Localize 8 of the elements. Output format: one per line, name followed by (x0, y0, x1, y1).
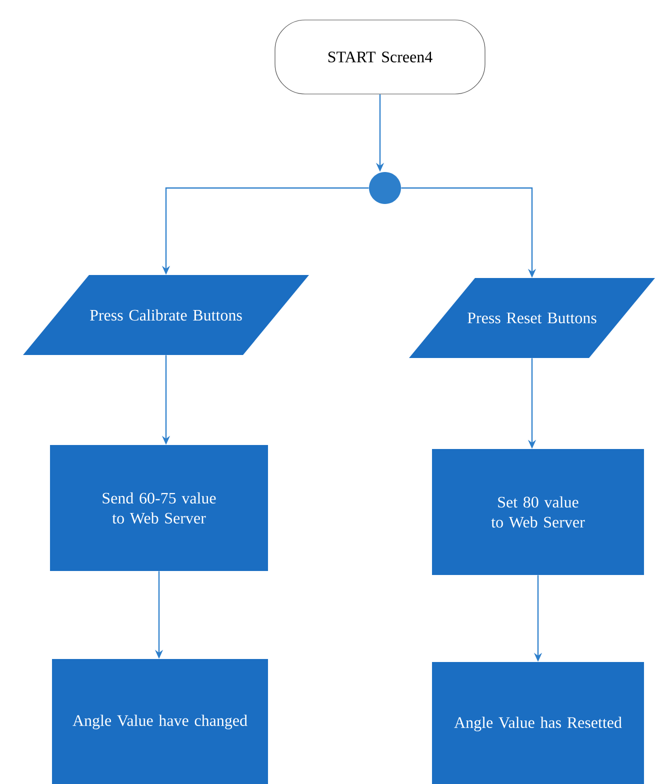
input-parallelogram: Press Calibrate Buttons (23, 275, 309, 355)
junction-dot (369, 172, 401, 204)
input-parallelogram: Press Reset Buttons (409, 278, 655, 358)
process-box: Send 60-75 value to Web Server (50, 445, 268, 571)
process-box: Set 80 value to Web Server (432, 449, 644, 575)
process-box: Angle Value has Resetted (432, 662, 644, 784)
process-box: Angle Value have changed (52, 659, 268, 784)
start-terminal: START Screen4 (274, 20, 486, 94)
